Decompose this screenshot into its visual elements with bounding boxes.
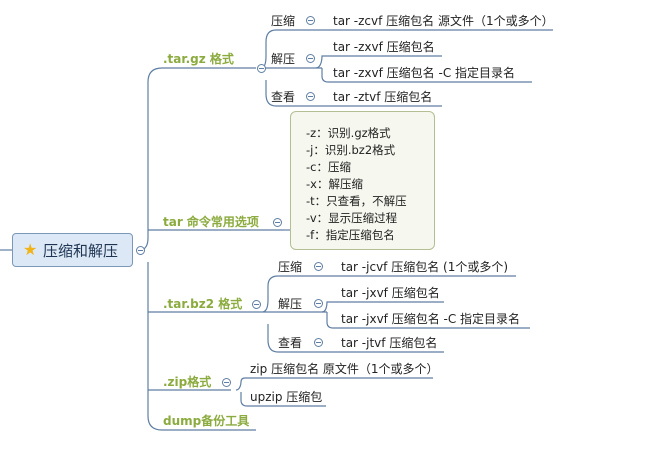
branch-targz-label[interactable]: .tar.gz 格式: [163, 52, 234, 66]
targz-view-label[interactable]: 查看: [271, 90, 296, 104]
connector-tarbz2-extract: [321, 301, 530, 329]
collapse-toggle-root[interactable]: [136, 246, 145, 255]
targz-compress-label[interactable]: 压缩: [271, 14, 296, 28]
targz-view-cmd[interactable]: tar -ztvf 压缩包名: [333, 90, 433, 104]
root-label: 压缩和解压: [43, 242, 119, 260]
option-line: -t：只查看，不解压: [306, 194, 407, 208]
collapse-toggle-targz-compress[interactable]: [306, 16, 315, 25]
collapse-toggle-options[interactable]: [273, 218, 282, 227]
tarbz2-extract-cmd1[interactable]: tar -jxvf 压缩包名: [341, 286, 440, 300]
options-note-box[interactable]: -z：识别.gz格式 -j：识别.bz2格式 -c：压缩 -x：解压缩 -t：只…: [290, 111, 435, 250]
star-icon: ★: [23, 240, 38, 259]
option-line: -j：识别.bz2格式: [306, 143, 396, 157]
collapse-toggle-tarbz2-extract[interactable]: [314, 299, 323, 308]
connector-zip: [235, 377, 433, 407]
tarbz2-view-label[interactable]: 查看: [278, 336, 303, 350]
branch-zip-label[interactable]: .zip格式: [163, 375, 212, 389]
zip-cmd[interactable]: zip 压缩包名 原文件（1个或多个）: [250, 362, 439, 376]
option-line: -z：识别.gz格式: [306, 126, 391, 140]
root-node[interactable]: ★ 压缩和解压: [12, 233, 133, 267]
tarbz2-extract-cmd2[interactable]: tar -jxvf 压缩包名 -C 指定目录名: [341, 312, 521, 326]
branch-options-label[interactable]: tar 命令常用选项: [163, 215, 259, 229]
collapse-toggle-zip[interactable]: [222, 378, 231, 387]
collapse-toggle-tarbz2-compress[interactable]: [314, 262, 323, 271]
targz-extract-label[interactable]: 解压: [271, 52, 296, 66]
branch-tarbz2-label[interactable]: .tar.bz2 格式: [163, 297, 243, 311]
targz-extract-cmd1[interactable]: tar -zxvf 压缩包名: [333, 40, 435, 54]
connector-targz-extract: [315, 55, 532, 83]
connector-tarbz2: [261, 275, 327, 353]
tarbz2-extract-label[interactable]: 解压: [278, 297, 303, 311]
collapse-toggle-targz[interactable]: [257, 64, 266, 73]
branch-dump-label[interactable]: dump备份工具: [163, 414, 250, 428]
option-line: -f：指定压缩包名: [306, 228, 395, 242]
collapse-toggle-targz-extract[interactable]: [306, 54, 315, 63]
unzip-cmd[interactable]: upzip 压缩包: [250, 390, 323, 404]
tarbz2-compress-label[interactable]: 压缩: [278, 260, 303, 274]
targz-extract-cmd2[interactable]: tar -zxvf 压缩包名 -C 指定目录名: [333, 66, 516, 80]
tarbz2-view-cmd[interactable]: tar -jtvf 压缩包名: [341, 336, 438, 350]
collapse-toggle-targz-view[interactable]: [306, 92, 315, 101]
collapse-toggle-tarbz2[interactable]: [252, 300, 261, 309]
collapse-toggle-tarbz2-view[interactable]: [314, 338, 323, 347]
option-line: -v：显示压缩过程: [306, 211, 398, 225]
targz-compress-cmd[interactable]: tar -zcvf 压缩包名 源文件（1个或多个）: [333, 14, 554, 28]
tarbz2-compress-cmd[interactable]: tar -jcvf 压缩包名 (1个或多个): [341, 260, 509, 274]
option-line: -c：压缩: [306, 160, 351, 174]
option-line: -x：解压缩: [306, 177, 363, 191]
